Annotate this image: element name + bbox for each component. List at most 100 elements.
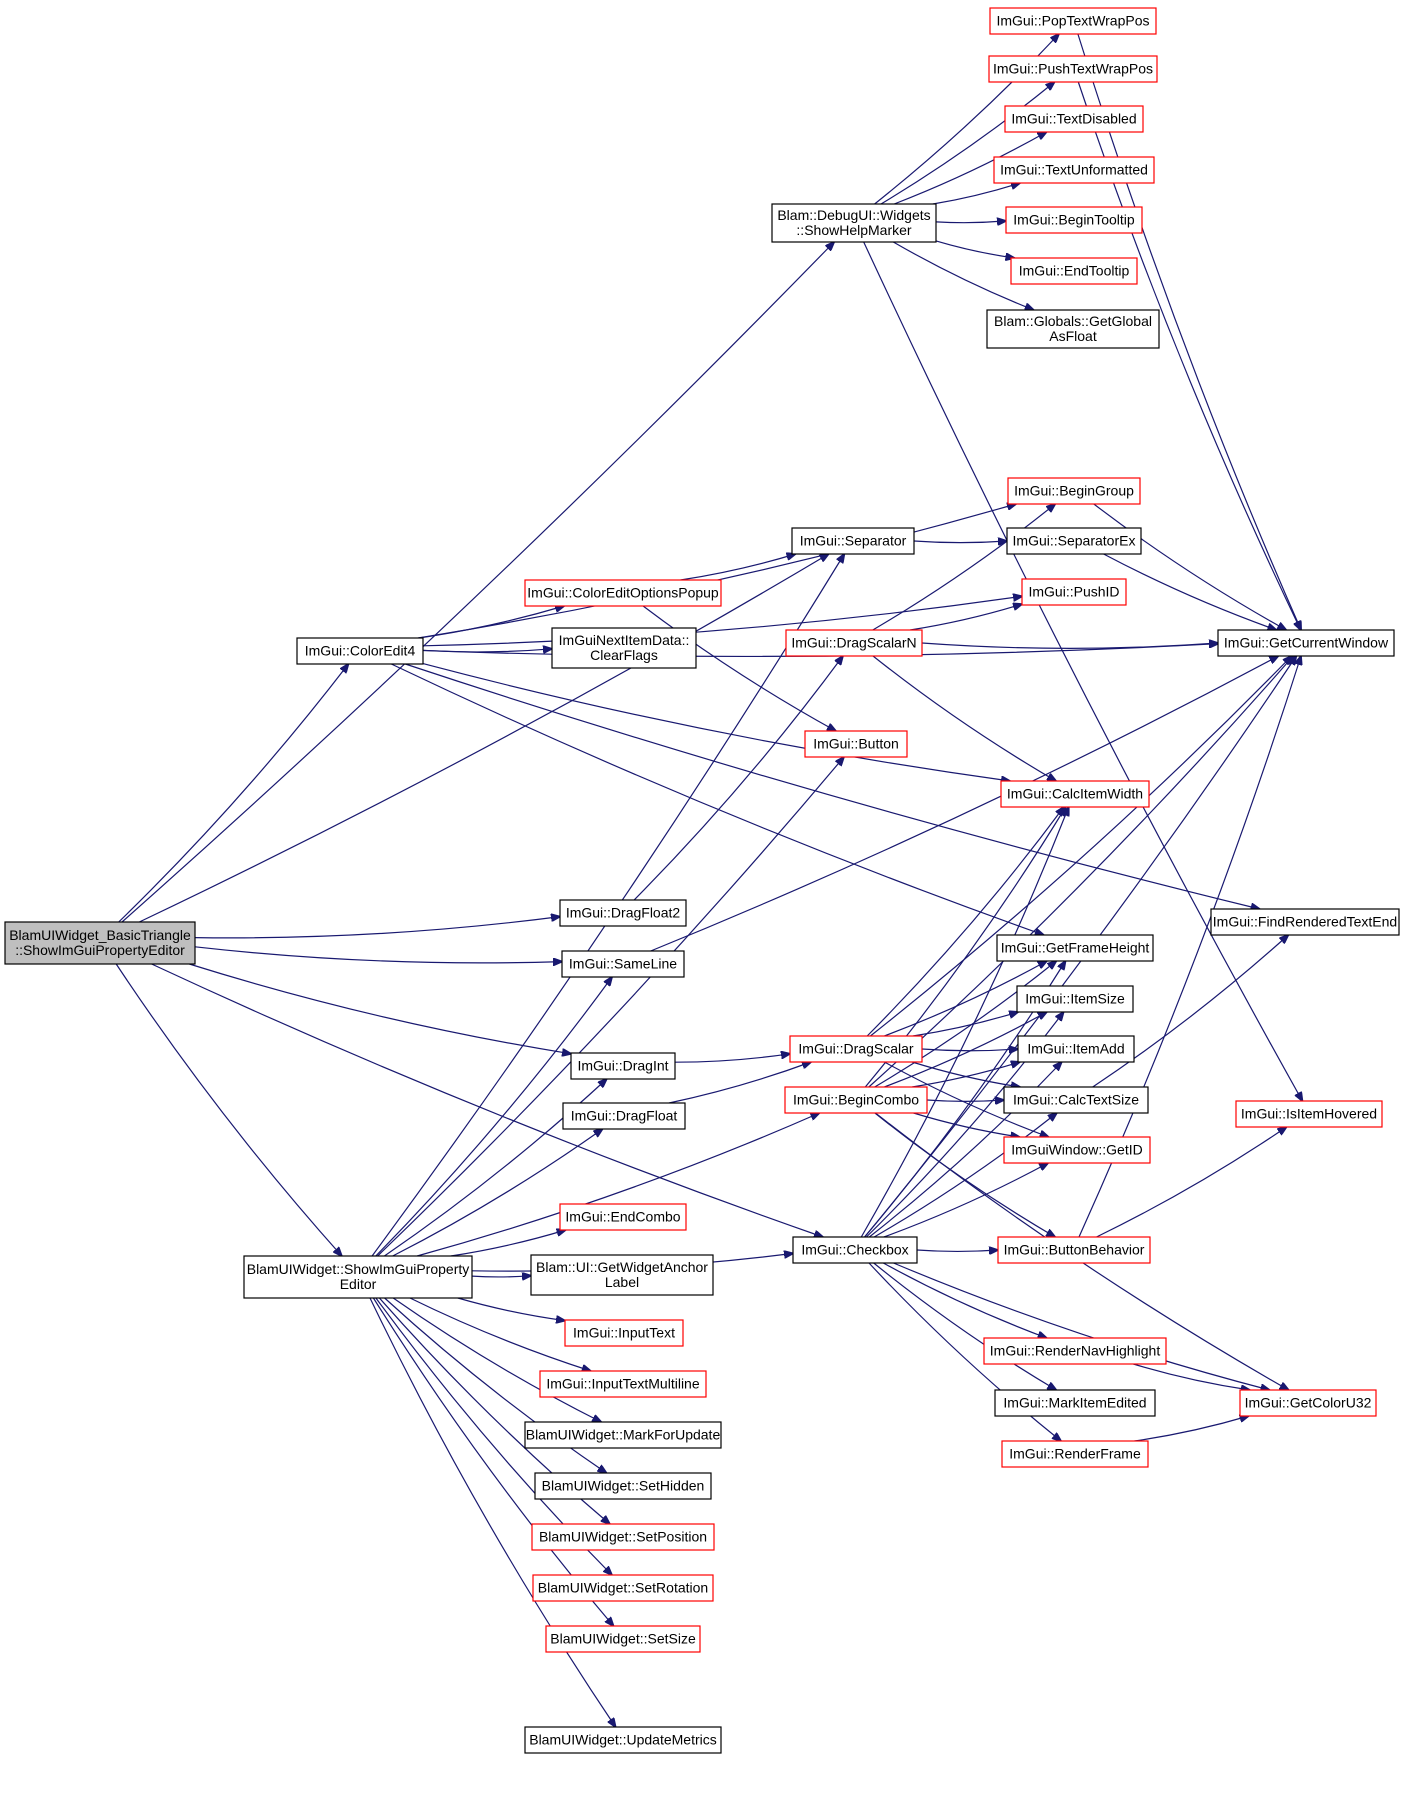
- node-box-markItemEdited[interactable]: [994, 1389, 1156, 1417]
- node-box-calcItemWidth[interactable]: [1000, 780, 1150, 808]
- node-box-endCombo[interactable]: [559, 1203, 687, 1231]
- node-calcItemWidth[interactable]: ImGui::CalcItemWidth: [1000, 780, 1150, 808]
- node-dragInt[interactable]: ImGui::DragInt: [570, 1052, 676, 1080]
- node-box-itemSize[interactable]: [1016, 985, 1134, 1013]
- node-box-textUnformatted[interactable]: [993, 156, 1155, 184]
- node-inputTextMulti[interactable]: ImGui::InputTextMultiline: [539, 1370, 707, 1398]
- node-box-colorEdit4[interactable]: [296, 637, 424, 665]
- node-box-itemAdd[interactable]: [1017, 1035, 1135, 1063]
- node-button[interactable]: ImGui::Button: [804, 730, 908, 758]
- node-isItemHovered[interactable]: ImGui::IsItemHovered: [1235, 1100, 1383, 1128]
- node-box-pushID[interactable]: [1021, 578, 1127, 606]
- node-updateMetrics[interactable]: BlamUIWidget::UpdateMetrics: [524, 1726, 722, 1754]
- node-setPosition[interactable]: BlamUIWidget::SetPosition: [531, 1523, 715, 1551]
- node-box-dragInt[interactable]: [570, 1052, 676, 1080]
- node-box-getFrameHeight[interactable]: [996, 934, 1154, 962]
- node-renderNavHighlight[interactable]: ImGui::RenderNavHighlight: [983, 1337, 1167, 1365]
- node-box-renderNavHighlight[interactable]: [983, 1337, 1167, 1365]
- node-box-endTooltip[interactable]: [1010, 257, 1138, 285]
- node-box-findRendered[interactable]: [1210, 908, 1400, 936]
- node-box-colorEditOpt[interactable]: [524, 579, 722, 607]
- node-separator[interactable]: ImGui::Separator: [791, 527, 915, 555]
- node-sameLine[interactable]: ImGui::SameLine: [561, 950, 685, 978]
- node-box-sameLine[interactable]: [561, 950, 685, 978]
- node-box-getColorU32[interactable]: [1239, 1389, 1377, 1417]
- node-box-pushWrap[interactable]: [988, 55, 1158, 83]
- node-colorEditOpt[interactable]: ImGui::ColorEditOptionsPopup: [524, 579, 722, 607]
- node-showHelp[interactable]: Blam::DebugUI::Widgets::ShowHelpMarker: [771, 203, 937, 243]
- node-popWrap[interactable]: ImGui::PopTextWrapPos: [989, 7, 1157, 35]
- node-root[interactable]: BlamUIWidget_BasicTriangle::ShowImGuiPro…: [4, 921, 196, 965]
- node-box-setHidden[interactable]: [534, 1472, 712, 1500]
- node-dragScalar[interactable]: ImGui::DragScalar: [789, 1035, 923, 1063]
- node-beginCombo[interactable]: ImGui::BeginCombo: [784, 1086, 928, 1114]
- node-box-separator[interactable]: [791, 527, 915, 555]
- node-beginTooltip[interactable]: ImGui::BeginTooltip: [1005, 206, 1143, 234]
- node-box-getWidgetAnchor[interactable]: [530, 1254, 714, 1296]
- node-endTooltip[interactable]: ImGui::EndTooltip: [1010, 257, 1138, 285]
- node-renderFrame[interactable]: ImGui::RenderFrame: [1001, 1440, 1149, 1468]
- node-box-calcTextSize[interactable]: [1003, 1086, 1149, 1114]
- node-box-renderFrame[interactable]: [1001, 1440, 1149, 1468]
- node-setSize[interactable]: BlamUIWidget::SetSize: [545, 1625, 701, 1653]
- node-box-showProp[interactable]: [243, 1255, 473, 1299]
- node-box-popWrap[interactable]: [989, 7, 1157, 35]
- node-markForUpdate[interactable]: BlamUIWidget::MarkForUpdate: [524, 1421, 722, 1449]
- node-findRendered[interactable]: ImGui::FindRenderedTextEnd: [1210, 908, 1400, 936]
- node-getID[interactable]: ImGuiWindow::GetID: [1003, 1136, 1151, 1164]
- node-box-dragFloat[interactable]: [562, 1102, 686, 1130]
- node-box-dragScalarN[interactable]: [785, 629, 923, 657]
- node-setRotation[interactable]: BlamUIWidget::SetRotation: [532, 1574, 714, 1602]
- node-dragFloat[interactable]: ImGui::DragFloat: [562, 1102, 686, 1130]
- node-box-isItemHovered[interactable]: [1235, 1100, 1383, 1128]
- node-box-clearFlags[interactable]: [551, 627, 697, 669]
- node-box-inputText[interactable]: [564, 1319, 684, 1347]
- node-box-setSize[interactable]: [545, 1625, 701, 1653]
- node-clearFlags[interactable]: ImGuiNextItemData::ClearFlags: [551, 627, 697, 669]
- node-box-dragFloat2[interactable]: [559, 899, 687, 927]
- node-box-setPosition[interactable]: [531, 1523, 715, 1551]
- node-box-setRotation[interactable]: [532, 1574, 714, 1602]
- node-box-beginTooltip[interactable]: [1005, 206, 1143, 234]
- node-dragScalarN[interactable]: ImGui::DragScalarN: [785, 629, 923, 657]
- node-itemSize[interactable]: ImGui::ItemSize: [1016, 985, 1134, 1013]
- node-buttonBehavior[interactable]: ImGui::ButtonBehavior: [997, 1236, 1151, 1264]
- node-checkbox[interactable]: ImGui::Checkbox: [792, 1236, 918, 1264]
- node-box-markForUpdate[interactable]: [524, 1421, 722, 1449]
- node-colorEdit4[interactable]: ImGui::ColorEdit4: [296, 637, 424, 665]
- node-box-buttonBehavior[interactable]: [997, 1236, 1151, 1264]
- node-markItemEdited[interactable]: ImGui::MarkItemEdited: [994, 1389, 1156, 1417]
- node-itemAdd[interactable]: ImGui::ItemAdd: [1017, 1035, 1135, 1063]
- node-calcTextSize[interactable]: ImGui::CalcTextSize: [1003, 1086, 1149, 1114]
- node-textDisabled[interactable]: ImGui::TextDisabled: [1004, 105, 1144, 133]
- node-box-checkbox[interactable]: [792, 1236, 918, 1264]
- node-box-inputTextMulti[interactable]: [539, 1370, 707, 1398]
- node-box-beginGroup[interactable]: [1007, 477, 1141, 505]
- node-dragFloat2[interactable]: ImGui::DragFloat2: [559, 899, 687, 927]
- node-box-root[interactable]: [4, 921, 196, 965]
- node-box-textDisabled[interactable]: [1004, 105, 1144, 133]
- node-box-dragScalar[interactable]: [789, 1035, 923, 1063]
- node-textUnformatted[interactable]: ImGui::TextUnformatted: [993, 156, 1155, 184]
- node-box-button[interactable]: [804, 730, 908, 758]
- node-box-getID[interactable]: [1003, 1136, 1151, 1164]
- node-box-updateMetrics[interactable]: [524, 1726, 722, 1754]
- node-pushID[interactable]: ImGui::PushID: [1021, 578, 1127, 606]
- node-box-beginCombo[interactable]: [784, 1086, 928, 1114]
- node-getFrameHeight[interactable]: ImGui::GetFrameHeight: [996, 934, 1154, 962]
- node-getColorU32[interactable]: ImGui::GetColorU32: [1239, 1389, 1377, 1417]
- node-pushWrap[interactable]: ImGui::PushTextWrapPos: [988, 55, 1158, 83]
- node-separatorEx[interactable]: ImGui::SeparatorEx: [1006, 527, 1142, 555]
- node-getCurWin[interactable]: ImGui::GetCurrentWindow: [1217, 629, 1395, 657]
- node-showProp[interactable]: BlamUIWidget::ShowImGuiPropertyEditor: [243, 1255, 473, 1299]
- node-box-getCurWin[interactable]: [1217, 629, 1395, 657]
- node-box-separatorEx[interactable]: [1006, 527, 1142, 555]
- node-inputText[interactable]: ImGui::InputText: [564, 1319, 684, 1347]
- node-beginGroup[interactable]: ImGui::BeginGroup: [1007, 477, 1141, 505]
- node-setHidden[interactable]: BlamUIWidget::SetHidden: [534, 1472, 712, 1500]
- node-endCombo[interactable]: ImGui::EndCombo: [559, 1203, 687, 1231]
- node-box-getGlobal[interactable]: [986, 309, 1160, 349]
- node-box-showHelp[interactable]: [771, 203, 937, 243]
